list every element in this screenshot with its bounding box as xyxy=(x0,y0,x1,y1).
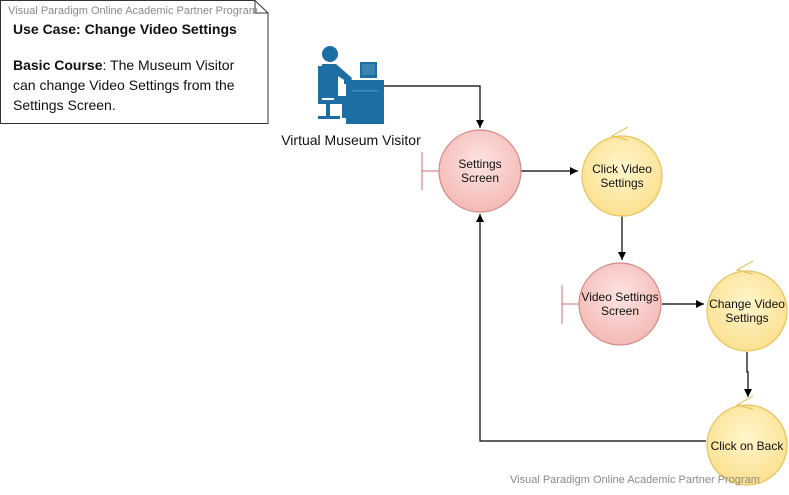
control-click-on-back[interactable] xyxy=(706,395,788,486)
video-settings-screen-label: Video Settings Screen xyxy=(581,290,659,318)
change-video-settings-label: Change Video Settings xyxy=(709,297,785,325)
actor-label: Virtual Museum Visitor xyxy=(281,132,421,148)
control-click-video-settings[interactable] xyxy=(581,126,663,217)
watermark-bottom: Visual Paradigm Online Academic Partner … xyxy=(510,474,760,486)
edges xyxy=(384,85,752,442)
use-case-note xyxy=(0,0,269,124)
basic-course-label: Basic Course xyxy=(13,57,103,73)
boundary-video-settings-screen[interactable] xyxy=(561,262,662,346)
click-video-settings-label: Click Video Settings xyxy=(592,162,652,190)
edge-change-video-settings-to-click-on-back xyxy=(744,352,752,397)
click-on-back-label: Click on Back xyxy=(710,439,784,453)
basic-course-text: : The Museum Visitor can change Video Se… xyxy=(13,57,235,113)
watermark-top: Visual Paradigm Online Academic Partner … xyxy=(8,5,258,17)
boundary-settings-screen[interactable] xyxy=(421,129,522,213)
control-change-video-settings[interactable] xyxy=(706,260,788,352)
edge-click-on-back-to-settings-screen xyxy=(476,214,706,442)
settings-screen-label: Settings Screen xyxy=(458,157,502,185)
edge-actor-to-settings-screen xyxy=(384,85,484,128)
use-case-note-text: Use Case: Change Video Settings Basic Co… xyxy=(0,0,268,124)
use-case-description: Basic Course: The Museum Visitor can cha… xyxy=(13,55,253,115)
person-at-computer-icon xyxy=(318,46,384,124)
use-case-title: Use Case: Change Video Settings xyxy=(13,21,237,37)
